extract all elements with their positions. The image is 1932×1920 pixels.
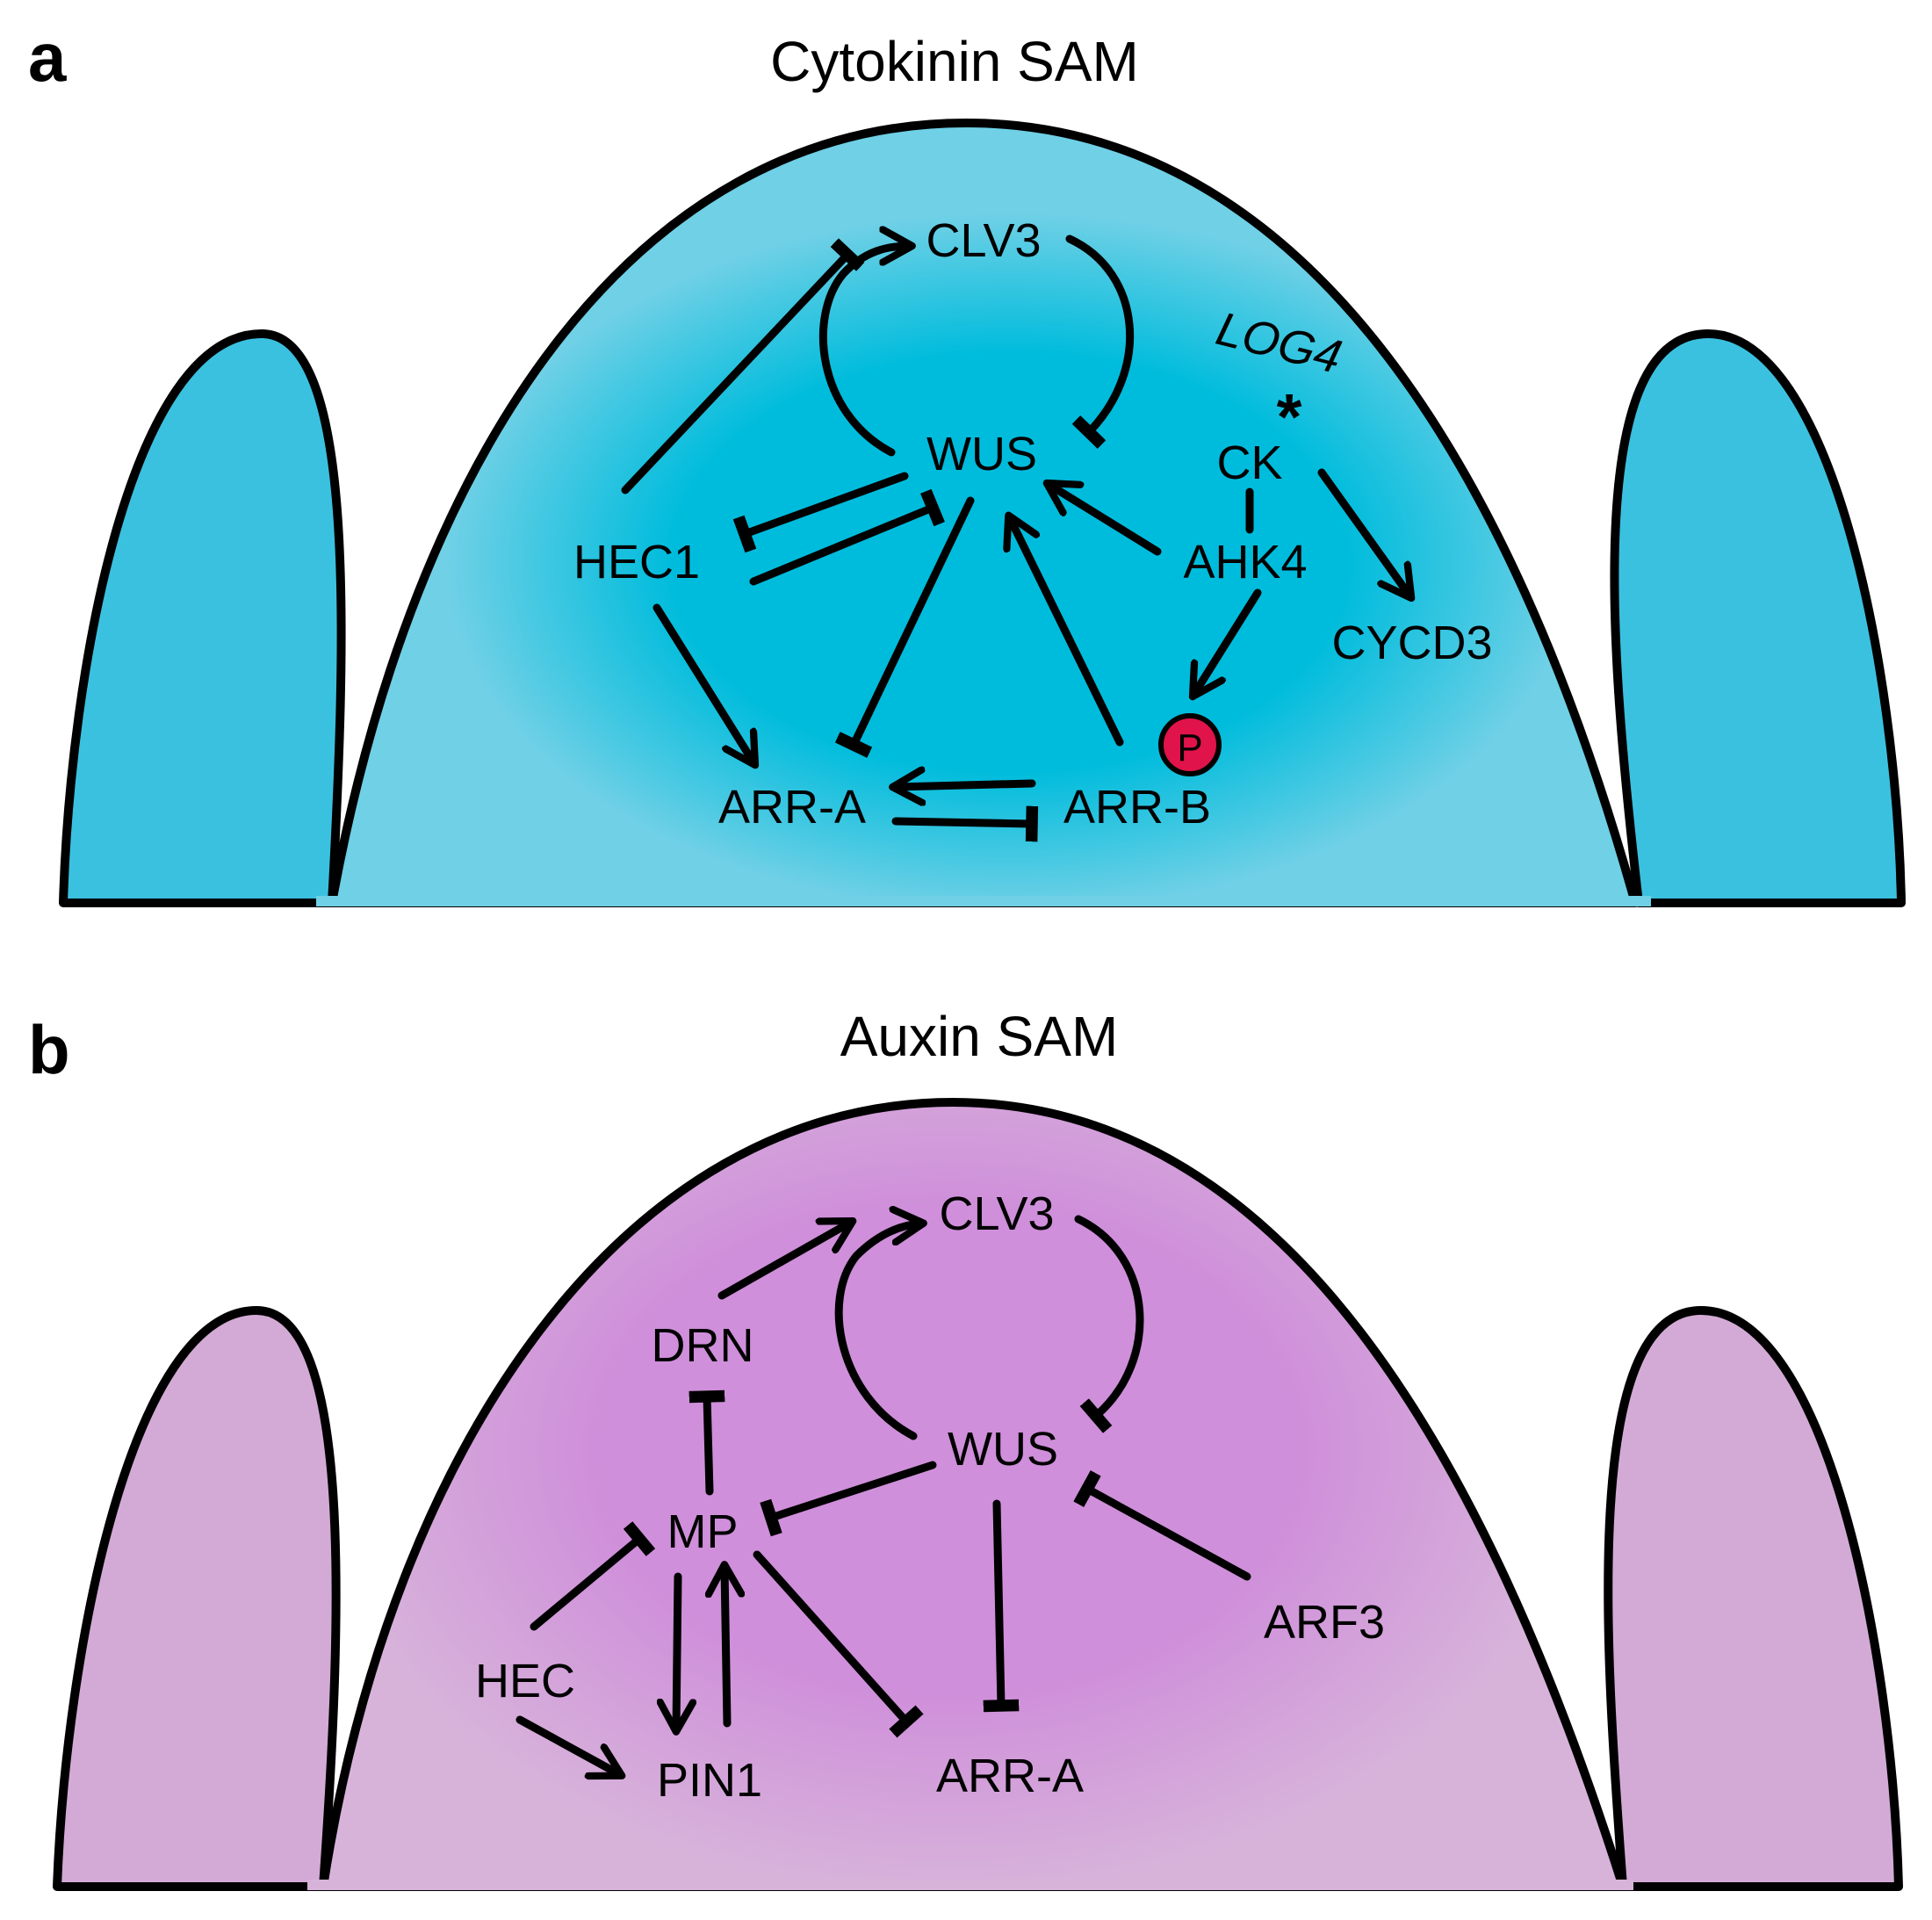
node-hec1-a: HEC1 [573,536,700,588]
panel-a-letter: a [28,18,67,96]
wus-represses-arra-b [983,1499,1020,1713]
log4-asterisk-a: * [1277,380,1302,453]
node-pin1-b: PIN1 [657,1754,762,1807]
hec1-represses-clv3-a [621,238,865,494]
dome-base-a [316,896,1651,906]
arrb-activates-arra-a [896,783,1036,787]
node-drn-b: DRN [652,1319,754,1372]
wus-activates-clv3-b [834,1223,920,1440]
panel-b-letter: b [28,1011,70,1088]
node-arra-b: ARR-A [936,1750,1084,1802]
node-ahk4-a: AHK4 [1183,536,1307,588]
ck-activates-cycd3-a [1317,468,1409,595]
wus-represses-arra-a [834,496,975,758]
left-primordium-b [53,1306,341,1891]
node-clv3-b: CLV3 [939,1187,1054,1240]
mp-activates-pin1-b [676,1572,678,1729]
left-primordium-a [59,329,346,907]
mp-represses-arra-b [753,1550,924,1738]
right-primordium-a [1610,329,1906,907]
node-arrb-a: ARR-B [1063,781,1211,834]
node-cycd3-a: CYCD3 [1331,617,1492,669]
node-wus-a: WUS [926,428,1037,480]
wus-represses-mp-b [760,1461,937,1537]
wus-activates-clv3-a [818,246,909,457]
hec1-activates-arra-a [652,603,753,762]
hec-activates-pin1-b [515,1715,619,1774]
node-ck-a: CK [1216,437,1282,489]
clv3-represses-wus-a [1065,235,1135,449]
phospho-badge-a [1158,713,1222,776]
clv3-represses-wus-b [1074,1215,1144,1433]
node-wus-b: WUS [948,1423,1058,1476]
arrb-activates-wus-a [1010,518,1124,747]
panel-b: b Auxin SAM CLV3 DRN WUS MP HEC PIN1 ARR… [28,1005,1903,1891]
node-hec-b: HEC [475,1655,575,1707]
panel-a: a Cytokinin SAM CLV3 WUS HEC1 ARR-A ARR-… [28,18,1906,907]
node-arra-a: ARR-A [718,781,866,834]
ahk4-activates-arrb-a [1194,588,1262,694]
node-clv3-a: CLV3 [926,214,1041,267]
phospho-label-a: P [1177,726,1202,769]
right-primordium-b [1604,1306,1903,1891]
dome-base-b [307,1880,1633,1890]
panel-b-title: Auxin SAM [840,1005,1119,1068]
pin1-activates-mp-b [724,1568,727,1728]
arf3-represses-wus-b [1073,1470,1251,1581]
mp-represses-drn-b [688,1389,725,1496]
node-arf3-b: ARF3 [1264,1596,1385,1649]
hec1-represses-wus-a [749,488,945,586]
ahk4-activates-wus-a [1049,485,1162,556]
arra-represses-arrb-a [891,805,1039,842]
meristem-dome-b [319,1098,1627,1891]
meristem-dome-a [328,119,1640,907]
drn-activates-clv3-b [717,1223,850,1300]
node-mp-b: MP [667,1505,739,1558]
hec-represses-mp-b [530,1521,656,1631]
wus-represses-hec1-a [732,472,909,553]
panel-a-title: Cytokinin SAM [770,30,1139,93]
